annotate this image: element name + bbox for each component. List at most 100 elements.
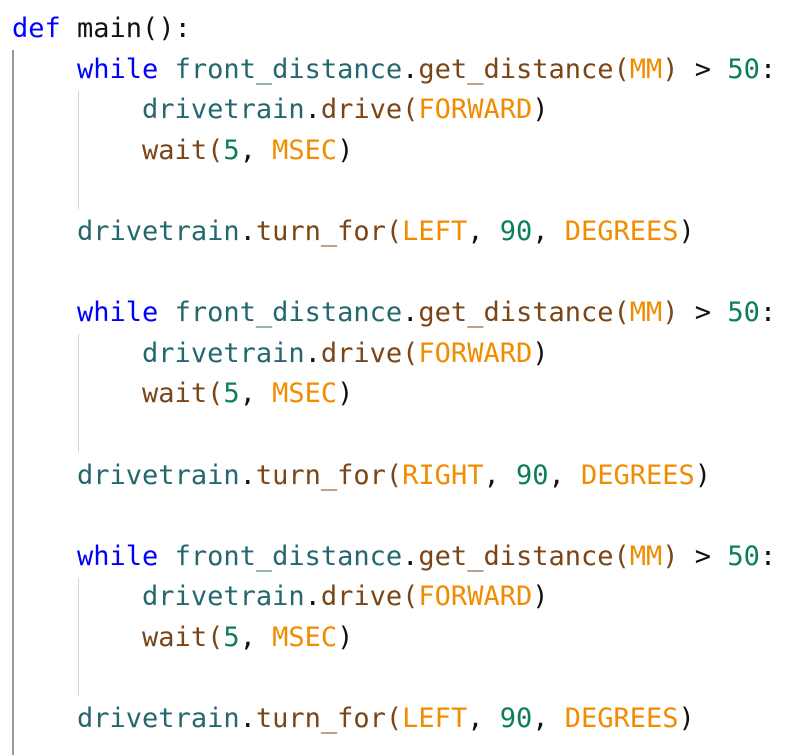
code-line[interactable]: drivetrain.drive(FORWARD) <box>12 90 776 131</box>
code-line[interactable] <box>12 659 776 700</box>
code-token-plain: ) <box>678 215 695 247</box>
code-token-fn: ( <box>207 134 224 166</box>
code-token-const: RIGHT <box>402 459 484 491</box>
code-token-plain: . <box>304 581 321 613</box>
code-token-plain: ) <box>532 581 549 613</box>
code-line[interactable]: wait(5, MSEC) <box>12 131 776 172</box>
code-line[interactable]: while front_distance.get_distance(MM) > … <box>12 293 776 334</box>
code-token-plain <box>12 338 142 369</box>
code-line[interactable]: drivetrain.drive(FORWARD) <box>12 577 776 618</box>
code-token-fn: turn_for <box>255 459 386 491</box>
code-token-id: drivetrain <box>142 94 305 126</box>
code-token-plain <box>12 135 142 166</box>
code-line[interactable]: def main(): <box>12 9 776 50</box>
code-token-plain: , <box>483 459 516 491</box>
code-token-const: LEFT <box>402 703 468 735</box>
code-token-fn: ) <box>662 297 679 329</box>
code-token-fn: wait <box>142 134 208 166</box>
code-token-plain <box>12 622 142 653</box>
code-token-plain: , <box>239 134 273 166</box>
code-token-id: front_distance <box>174 297 403 329</box>
code-line[interactable]: wait(5, MSEC) <box>12 618 776 659</box>
code-line[interactable]: while front_distance.get_distance(MM) > … <box>12 50 776 91</box>
code-token-fn: ( <box>402 94 419 126</box>
code-token-const: FORWARD <box>418 581 533 613</box>
code-token-num: 50 <box>727 53 760 85</box>
code-line[interactable] <box>12 171 776 212</box>
code-token-fn: wait <box>142 378 208 410</box>
code-token-fn: ( <box>385 703 403 735</box>
code-token-id: front_distance <box>174 53 403 85</box>
code-token-fn: drive <box>320 337 403 369</box>
code-token-plain <box>158 541 174 572</box>
indent-guide-outer <box>12 50 14 755</box>
code-token-plain <box>12 541 77 572</box>
code-token-plain: , <box>532 703 565 735</box>
code-token-plain <box>12 460 77 491</box>
code-token-id: drivetrain <box>77 459 240 491</box>
code-token-num: 50 <box>727 297 760 329</box>
code-line[interactable] <box>12 496 776 537</box>
code-line[interactable]: drivetrain.drive(FORWARD) <box>12 334 776 375</box>
code-token-plain: > <box>678 540 728 572</box>
code-token-plain: . <box>402 540 419 572</box>
code-token-plain: . <box>304 94 321 126</box>
code-token-num: 90 <box>499 703 533 735</box>
code-token-const: DEGREES <box>564 703 679 735</box>
code-token-fn: ( <box>613 53 630 85</box>
code-token-plain: , <box>239 621 273 653</box>
code-token-const: MM <box>629 53 663 85</box>
code-token-fn: ( <box>613 297 630 329</box>
code-token-const: MM <box>629 540 663 572</box>
code-editor[interactable]: def main(): while front_distance.get_dis… <box>12 9 776 740</box>
code-token-plain: ) <box>678 703 695 735</box>
code-token-id: drivetrain <box>142 337 305 369</box>
code-token-const: MM <box>629 297 663 329</box>
code-line[interactable]: drivetrain.turn_for(LEFT, 90, DEGREES) <box>12 212 776 253</box>
code-token-plain <box>12 54 77 85</box>
code-token-fn: drive <box>320 581 403 613</box>
code-token-fn: get_distance <box>418 540 614 572</box>
code-token-fn: ( <box>207 378 224 410</box>
code-token-plain: : <box>759 540 777 572</box>
code-token-id: drivetrain <box>142 581 305 613</box>
code-line[interactable]: wait(5, MSEC) <box>12 374 776 415</box>
code-token-plain <box>12 703 77 734</box>
code-token-plain: . <box>402 297 419 329</box>
code-token-const: MSEC <box>272 378 338 410</box>
code-token-plain <box>158 54 174 85</box>
indent-guide-inner <box>78 334 79 452</box>
code-token-kw: while <box>77 297 159 329</box>
code-token-plain: > <box>678 53 728 85</box>
code-line[interactable] <box>12 253 776 294</box>
code-token-plain: . <box>239 459 256 491</box>
code-token-const: MSEC <box>272 134 338 166</box>
code-token-plain: > <box>678 297 728 329</box>
code-token-fn: ( <box>402 581 419 613</box>
code-token-plain: , <box>467 215 500 247</box>
code-token-fn: turn_for <box>255 215 386 247</box>
code-token-const: DEGREES <box>564 215 679 247</box>
code-token-id: drivetrain <box>77 703 240 735</box>
code-token-const: FORWARD <box>418 94 533 126</box>
code-token-plain <box>158 297 174 328</box>
code-token-plain <box>12 94 142 125</box>
code-token-plain: ) <box>337 378 354 410</box>
code-line[interactable]: while front_distance.get_distance(MM) > … <box>12 537 776 578</box>
code-token-plain <box>12 581 142 612</box>
code-token-fn: ( <box>385 215 403 247</box>
code-token-fn: wait <box>142 621 208 653</box>
indent-guide-inner <box>78 578 79 696</box>
code-token-id: drivetrain <box>77 215 240 247</box>
code-token-kw: while <box>77 53 159 85</box>
code-line[interactable]: drivetrain.turn_for(LEFT, 90, DEGREES) <box>12 699 776 740</box>
code-line[interactable] <box>12 415 776 456</box>
code-line[interactable]: drivetrain.turn_for(RIGHT, 90, DEGREES) <box>12 456 776 497</box>
code-token-fn: turn_for <box>255 703 386 735</box>
code-token-plain: , <box>532 215 565 247</box>
code-token-fn: ) <box>662 540 679 572</box>
code-token-const: MSEC <box>272 621 338 653</box>
code-token-const: DEGREES <box>581 459 695 491</box>
code-token-num: 5 <box>223 378 240 410</box>
code-token-kw: def <box>12 13 61 44</box>
